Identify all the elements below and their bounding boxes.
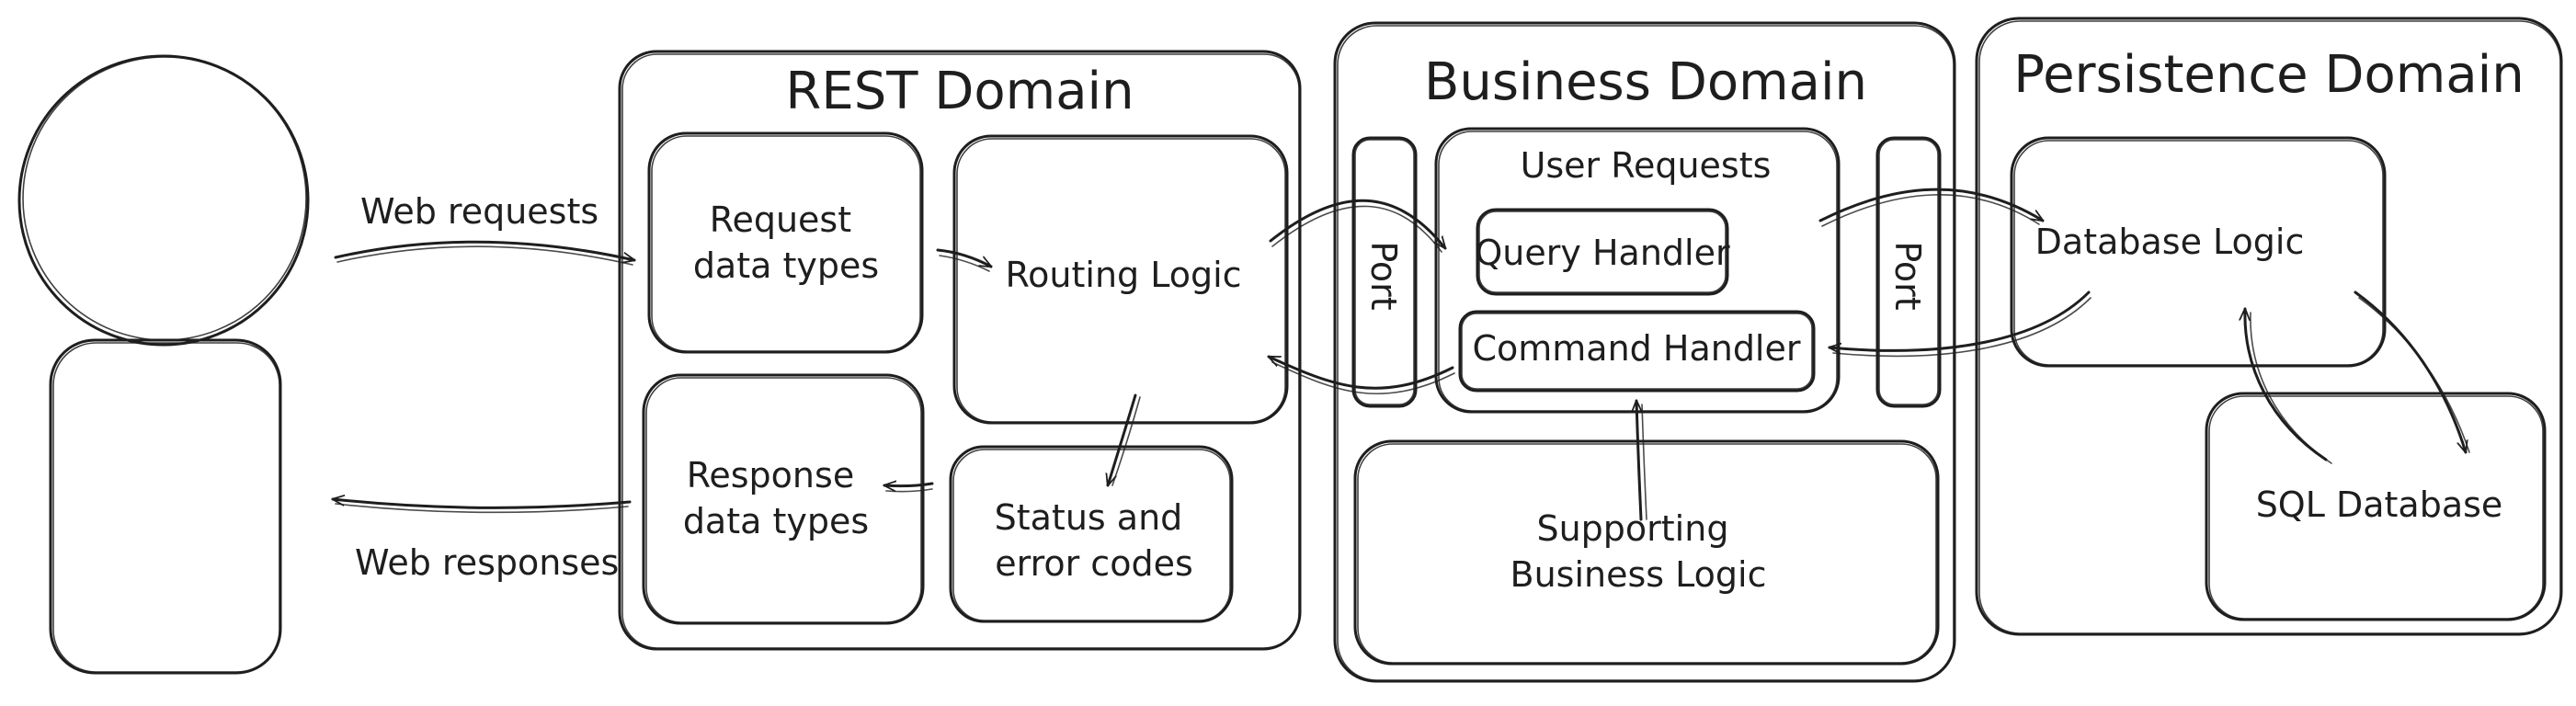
rest-domain [618, 50, 1302, 651]
routing-to-query-arrow [1269, 199, 1445, 253]
web-responses-label: Web responses [355, 542, 619, 583]
request-to-routing-arrow [936, 248, 991, 272]
request-data-types-box [647, 131, 924, 354]
business-domain-title: Business Domain [1424, 52, 1867, 112]
database-logic-box [2010, 136, 2387, 368]
routing-to-status-arrow [1108, 393, 1141, 485]
web-requests-label: Web requests [360, 191, 598, 232]
database-to-sql-arrow [2354, 290, 2470, 452]
query-to-database-arrow [1818, 188, 2043, 227]
port-left-label: Port [1363, 241, 1404, 310]
response-data-types-box [642, 373, 925, 625]
response-data-types-label: Response data types [683, 455, 869, 541]
port-left [1351, 136, 1418, 408]
person-icon [17, 54, 310, 675]
persistence-domain [1975, 17, 2563, 636]
database-to-command-arrow [1829, 290, 2092, 358]
status-codes-box [949, 445, 1234, 623]
query-handler-box [1476, 208, 1729, 296]
supporting-logic-label: Supporting Business Logic [1510, 508, 1767, 595]
command-to-routing-arrow [1269, 355, 1455, 395]
web-responses-arrow [333, 499, 632, 514]
command-handler-box [1458, 310, 1816, 393]
web-requests-arrow [334, 240, 634, 266]
persistence-domain-title: Persistence Domain [2013, 45, 2524, 105]
supporting-to-command-arrow [1636, 401, 1647, 521]
routing-logic-label: Routing Logic [1005, 255, 1241, 295]
sql-database-label: SQL Database [2256, 484, 2503, 525]
port-right-label: Port [1887, 241, 1928, 310]
port-right [1875, 136, 1942, 408]
user-requests-label: User Requests [1521, 145, 1772, 186]
sql-to-database-arrow [2245, 309, 2332, 464]
sql-database-box [2205, 392, 2547, 621]
supporting-logic-box [1353, 439, 1940, 666]
routing-logic-box [952, 134, 1289, 425]
status-codes-label: Status and error codes [995, 497, 1194, 584]
rest-domain-title: REST Domain [785, 62, 1134, 121]
request-data-types-label: Request data types [693, 199, 879, 286]
status-to-response-arrow [884, 484, 934, 493]
query-handler-label: Query Handler [1475, 233, 1730, 273]
command-handler-label: Command Handler [1472, 328, 1800, 369]
database-logic-label: Database Logic [2035, 222, 2305, 262]
